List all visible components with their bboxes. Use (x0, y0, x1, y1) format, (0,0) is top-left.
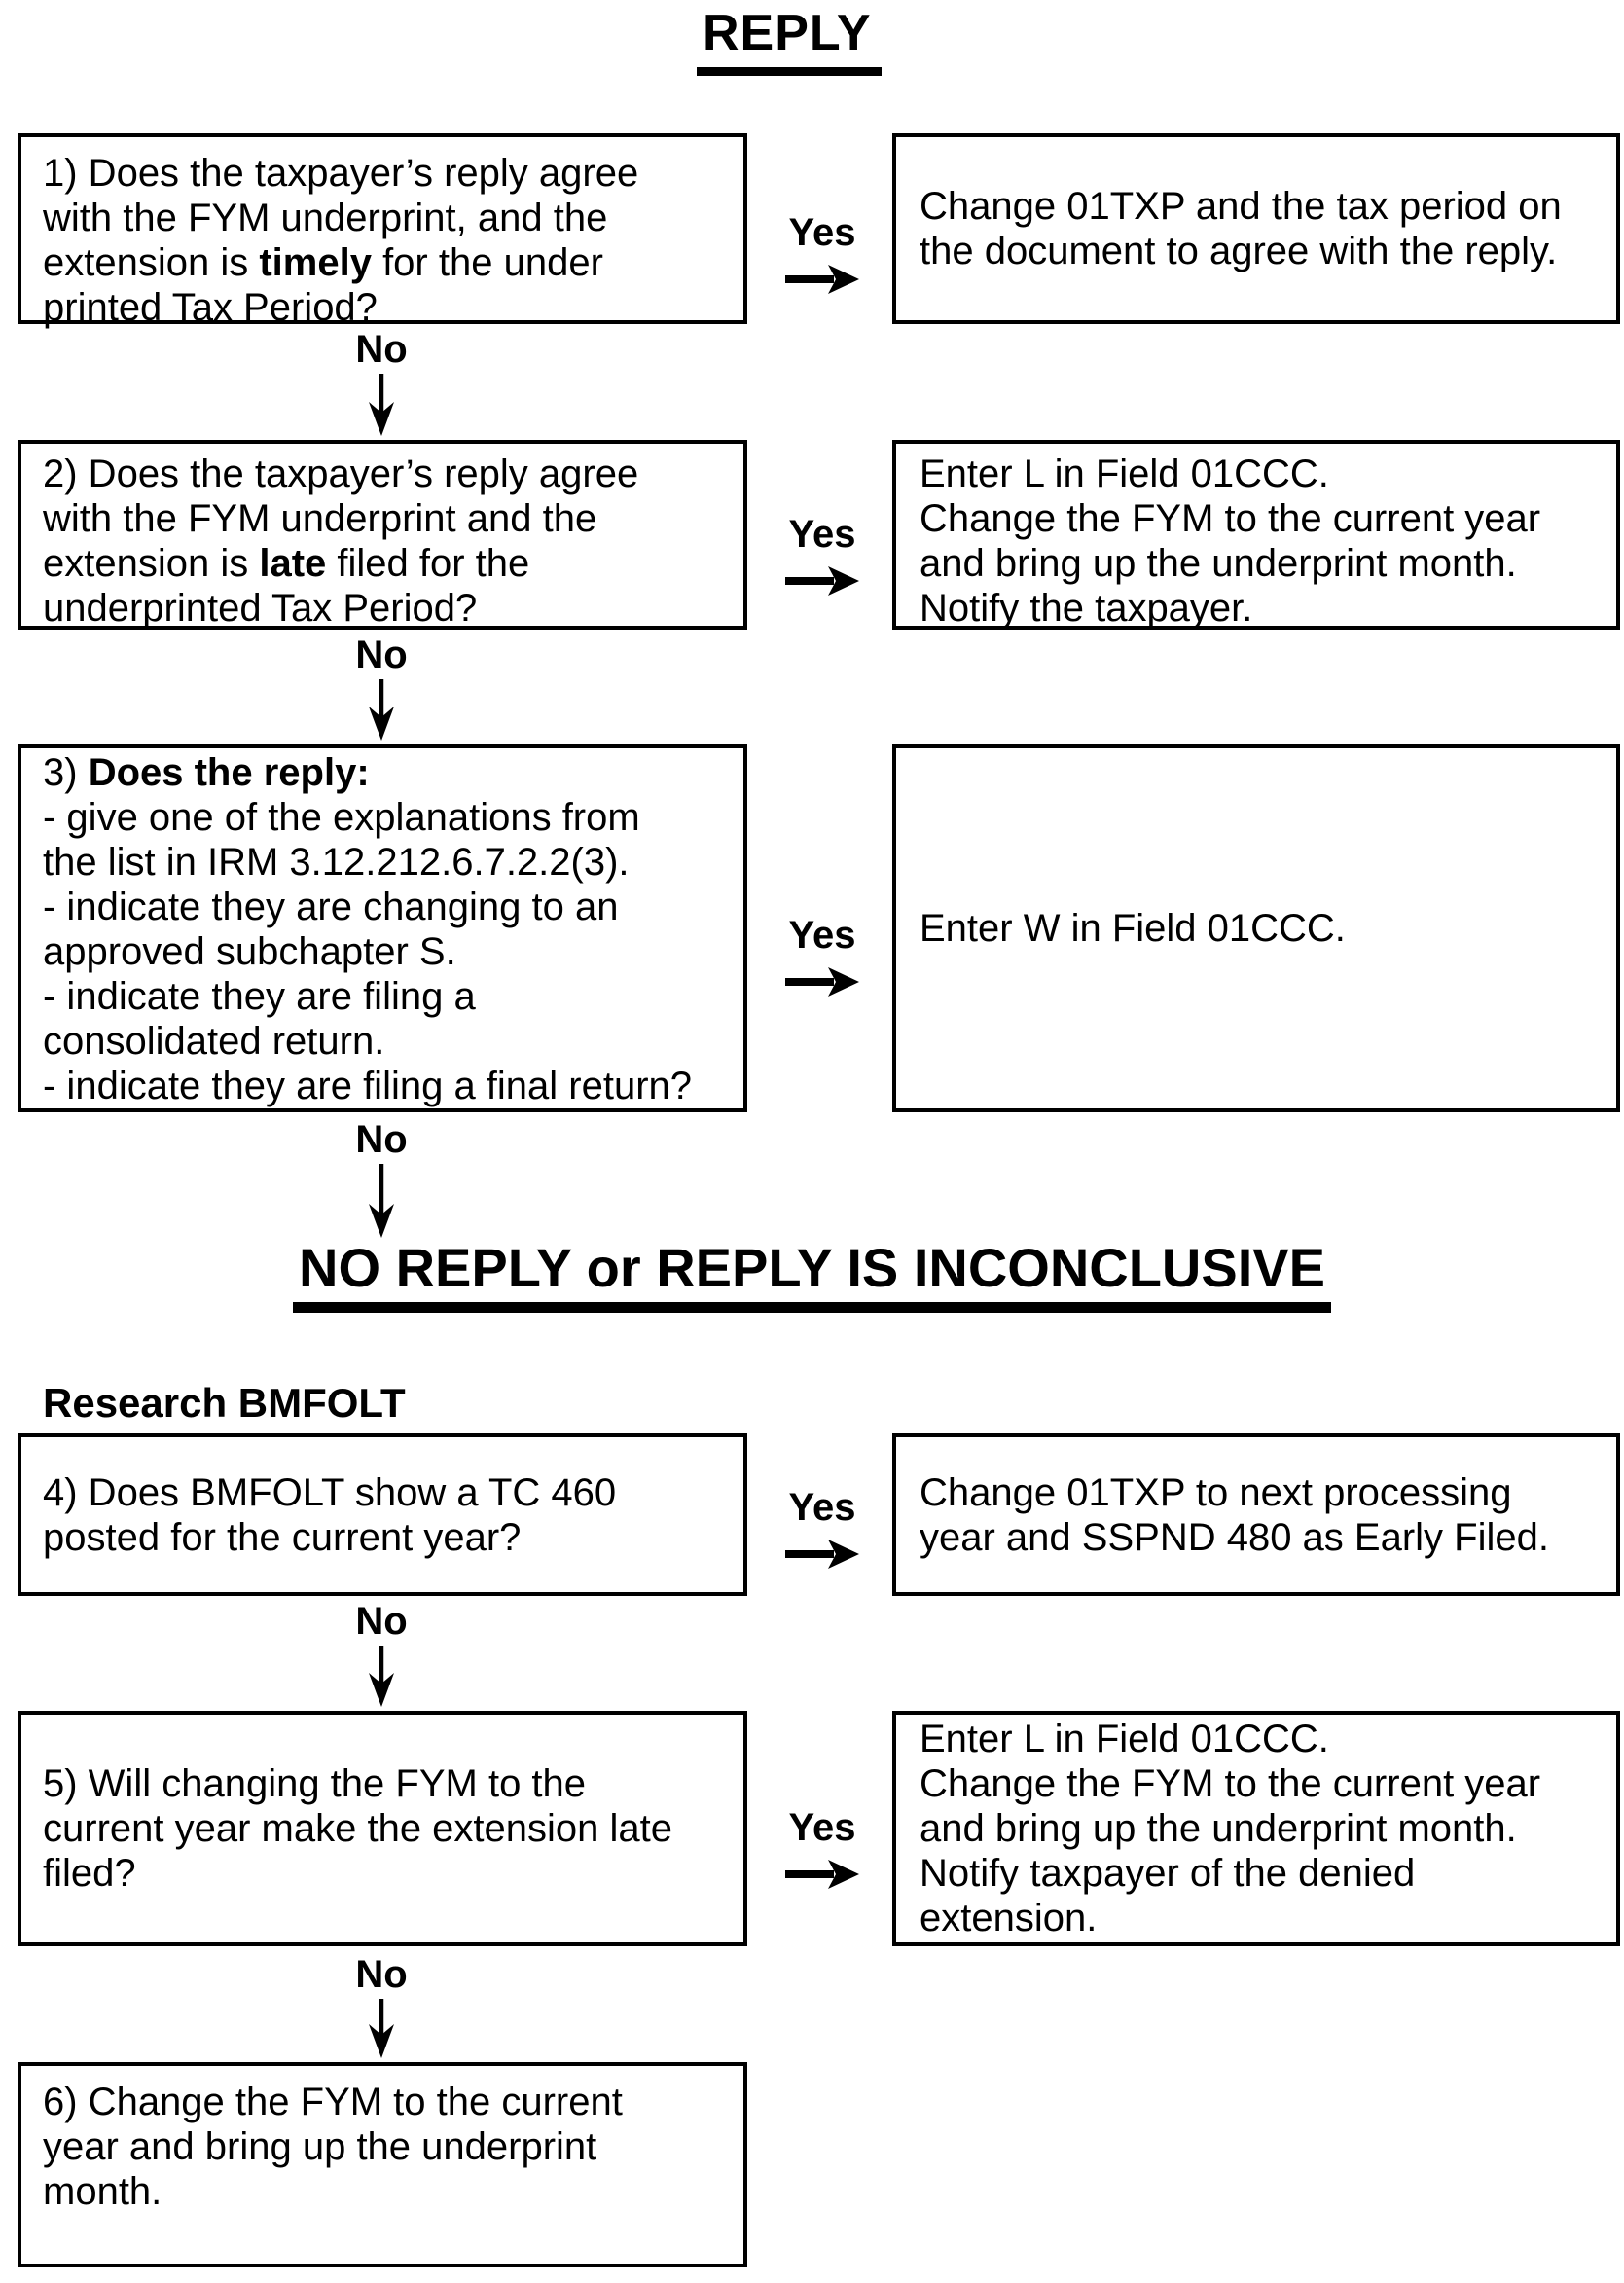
yes-label: Yes (788, 914, 856, 957)
no-label: No (355, 328, 408, 371)
yes-connector-5: Yes (774, 1805, 871, 1889)
no-connector-1: No (323, 327, 440, 436)
no-connector-5: No (323, 1952, 440, 2058)
yes-label: Yes (788, 1806, 856, 1849)
box-step3-action: Enter W in Field 01CCC. (892, 744, 1620, 1112)
box-step2-action: Enter L in Field 01CCC.Change the FYM to… (892, 440, 1620, 630)
no-connector-4: No (323, 1599, 440, 1707)
no-connector-3: No (323, 1117, 440, 1238)
down-arrow-icon (369, 1646, 394, 1707)
yes-arrow-icon (785, 1860, 859, 1889)
yes-connector-3: Yes (774, 913, 871, 997)
down-arrow-icon (369, 1999, 394, 2058)
yes-label: Yes (788, 211, 856, 254)
yes-arrow-icon (785, 566, 859, 596)
down-arrow-icon (369, 374, 394, 436)
yes-label: Yes (788, 513, 856, 556)
yes-label: Yes (788, 1486, 856, 1529)
yes-connector-4: Yes (774, 1485, 871, 1569)
yes-connector-1: Yes (774, 210, 871, 294)
down-arrow-icon (369, 1164, 394, 1238)
yes-arrow-icon (785, 265, 859, 294)
yes-arrow-icon (785, 967, 859, 997)
down-arrow-icon (369, 679, 394, 741)
no-label: No (355, 1600, 408, 1643)
box-step5-action: Enter L in Field 01CCC.Change the FYM to… (892, 1711, 1620, 1946)
research-bmfolt-label: Research BMFOLT (43, 1380, 406, 1426)
no-label: No (355, 634, 408, 676)
no-label: No (355, 1953, 408, 1996)
section-title-no-reply: NO REPLY or REPLY IS INCONCLUSIVE (0, 1238, 1624, 1313)
yes-arrow-icon (785, 1540, 859, 1569)
no-label: No (355, 1118, 408, 1161)
box-step3-question: 3) Does the reply:- give one of the expl… (18, 744, 747, 1112)
page-title: REPLY (697, 4, 882, 76)
yes-connector-2: Yes (774, 512, 871, 596)
no-connector-2: No (323, 633, 440, 741)
